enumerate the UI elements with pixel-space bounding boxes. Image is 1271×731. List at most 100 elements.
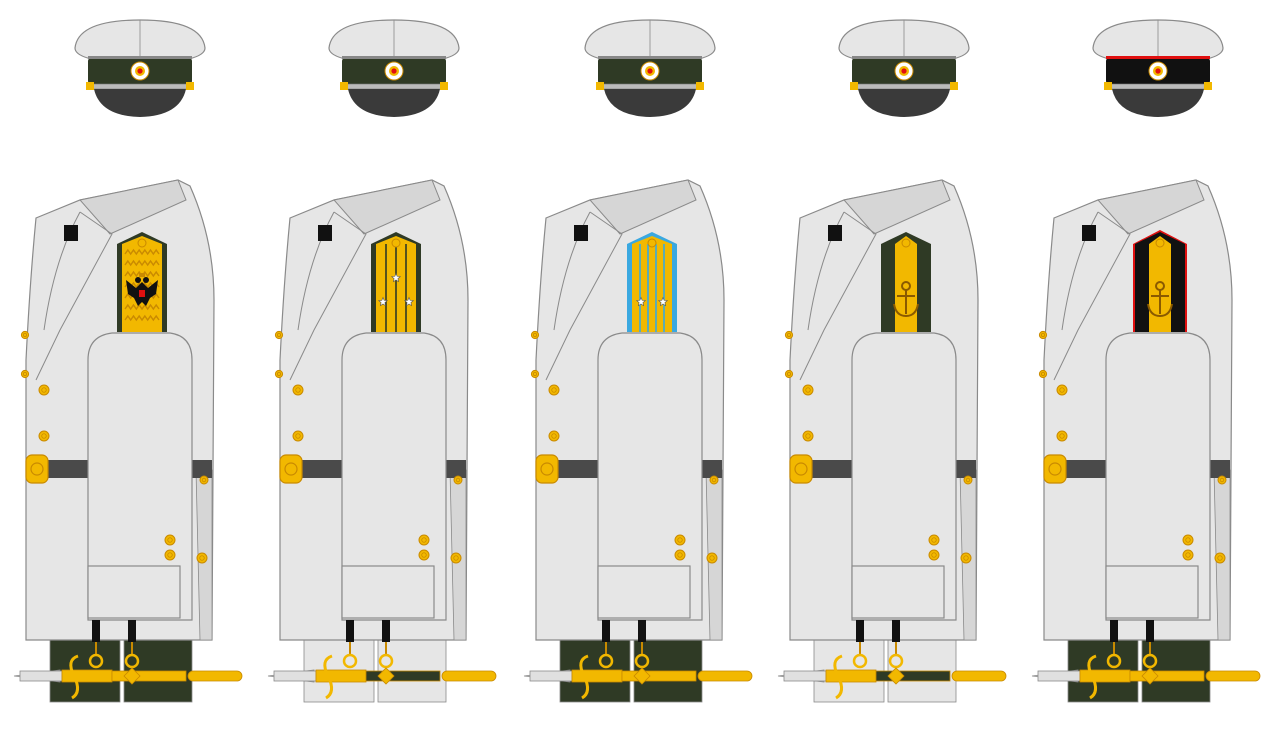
collar-tab	[64, 225, 78, 241]
coat-button	[674, 549, 686, 561]
coat-button	[274, 330, 284, 340]
coat-button	[292, 430, 304, 442]
coat-button	[1182, 549, 1194, 561]
chin-strap	[343, 83, 445, 90]
coat-button	[20, 330, 30, 340]
rank-star-icon	[377, 296, 389, 307]
coat-button	[292, 384, 304, 396]
chin-strap	[89, 83, 191, 90]
coat-button	[963, 475, 973, 485]
coat-button	[20, 369, 30, 379]
coat-button	[928, 534, 940, 546]
board-button-icon	[647, 238, 657, 248]
coat-button	[1038, 369, 1048, 379]
cockade-icon	[384, 61, 404, 81]
coat-button	[928, 549, 940, 561]
coat-button	[802, 430, 814, 442]
shoulder-board	[371, 232, 421, 332]
board-button-icon	[901, 238, 911, 248]
collar-tab	[574, 225, 588, 241]
coat-button	[1038, 330, 1048, 340]
cuff	[851, 565, 945, 619]
uniform-figure-2	[254, 0, 508, 731]
belt-buckle-icon	[789, 454, 813, 484]
cuff	[341, 565, 435, 619]
peaked-cap	[328, 19, 460, 117]
shoulder-board	[881, 232, 931, 332]
belt-buckle-icon	[1043, 454, 1067, 484]
dirk-sword	[13, 654, 243, 700]
coat-button	[1056, 430, 1068, 442]
board-button-icon	[137, 238, 147, 248]
collar-tab	[828, 225, 842, 241]
sword-hangers	[598, 620, 650, 669]
uniform-figure-1	[0, 0, 254, 731]
coat-button	[674, 534, 686, 546]
uniform-figure-4	[764, 0, 1018, 731]
coat-button	[706, 552, 718, 564]
coat-button	[1214, 552, 1226, 564]
sword-hangers	[88, 620, 140, 669]
coat-button	[548, 430, 560, 442]
sleeve	[87, 332, 193, 621]
anchor-icon	[1147, 281, 1173, 318]
rank-star-icon	[403, 296, 415, 307]
trousers	[1067, 631, 1211, 703]
coat-button	[1217, 475, 1227, 485]
cuff	[87, 565, 181, 619]
coat-button	[38, 430, 50, 442]
peaked-cap	[584, 19, 716, 117]
chin-strap	[853, 83, 955, 90]
cockade-icon	[640, 61, 660, 81]
chin-strap	[599, 83, 701, 90]
coat-button	[164, 534, 176, 546]
cuff	[1105, 565, 1199, 619]
anchor-icon	[893, 281, 919, 318]
coat-button	[530, 369, 540, 379]
coat-button	[274, 369, 284, 379]
sword-hangers	[1106, 620, 1158, 669]
shoulder-board	[627, 232, 677, 332]
belt-buckle-icon	[25, 454, 49, 484]
uniform-figure-3	[510, 0, 764, 731]
belt-buckle-icon	[279, 454, 303, 484]
dirk-sword	[267, 654, 497, 700]
trousers	[813, 631, 957, 703]
coat-button	[199, 475, 209, 485]
dirk-sword	[1031, 654, 1261, 700]
collar-tab	[1082, 225, 1096, 241]
coat-button	[196, 552, 208, 564]
coat-button	[38, 384, 50, 396]
coat-button	[164, 549, 176, 561]
coat-button	[784, 330, 794, 340]
board-button-icon	[391, 238, 401, 248]
cockade-icon	[1148, 61, 1168, 81]
peaked-cap	[1092, 19, 1224, 117]
coat-button	[548, 384, 560, 396]
coat-button	[418, 549, 430, 561]
coat-button	[453, 475, 463, 485]
peaked-cap	[74, 19, 206, 117]
cockade-icon	[894, 61, 914, 81]
sword-hangers	[852, 620, 904, 669]
sleeve	[1105, 332, 1211, 621]
belt-buckle-icon	[535, 454, 559, 484]
dirk-sword	[777, 654, 1007, 700]
cockade-icon	[130, 61, 150, 81]
sleeve	[851, 332, 957, 621]
coat-button	[418, 534, 430, 546]
coat-button	[530, 330, 540, 340]
coat-button	[960, 552, 972, 564]
peaked-cap	[838, 19, 970, 117]
chin-strap	[1107, 83, 1209, 90]
rank-star-icon	[657, 296, 669, 307]
eagle-icon	[126, 273, 158, 306]
shoulder-board	[1133, 230, 1187, 332]
rank-star-icon	[390, 272, 402, 283]
board-button-icon	[1155, 238, 1165, 248]
collar-tab	[318, 225, 332, 241]
coat-button	[1056, 384, 1068, 396]
cuff	[597, 565, 691, 619]
coat-button	[1182, 534, 1194, 546]
